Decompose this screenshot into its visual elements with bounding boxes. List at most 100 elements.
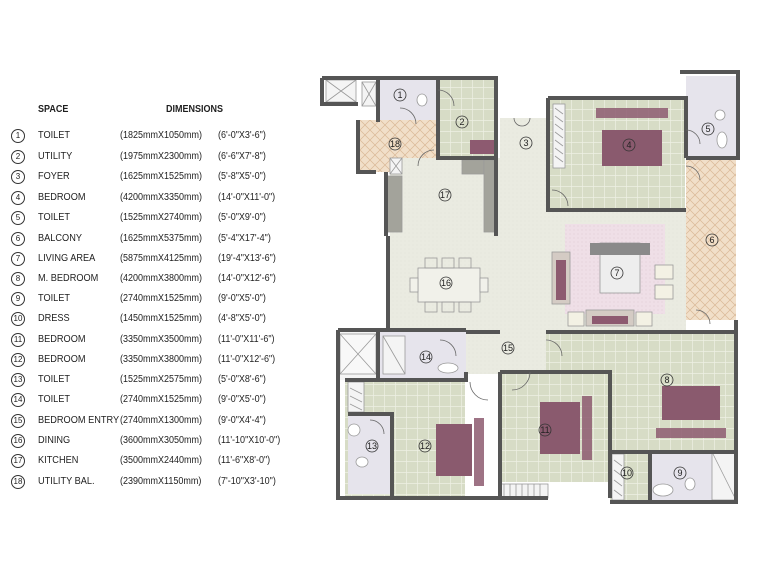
- room-dimensions-mm: (2740mmX1300mm): [120, 415, 203, 426]
- room-dimensions-ft: (11'-10"X10'-0"): [218, 435, 281, 446]
- room-dimensions-ft: (11'-0"X12'-6"): [218, 354, 276, 365]
- room-label-9: 9: [673, 466, 687, 480]
- room-label-3: 3: [519, 136, 533, 150]
- room-number-badge: 9: [11, 292, 25, 306]
- room-label-12: 12: [418, 439, 432, 453]
- room-number-badge: 6: [11, 232, 25, 246]
- room-dimensions-ft: (6'-0"X3'-6"): [218, 130, 266, 141]
- room-label-14: 14: [419, 350, 433, 364]
- room-dimensions-ft: (7'-10"X3'-10"): [218, 476, 276, 487]
- walls: [320, 70, 740, 504]
- svg-text:10: 10: [622, 468, 632, 478]
- svg-text:14: 14: [421, 352, 431, 362]
- room-dimensions-mm: (1825mmX1050mm): [120, 130, 203, 141]
- room-dimensions-ft: (14'-0"X12'-6"): [218, 273, 276, 284]
- room-dimensions-ft: (6'-6"X7'-8"): [218, 151, 266, 162]
- room-name: TOILET: [38, 293, 71, 304]
- room-dimensions-mm: (2740mmX1525mm): [120, 293, 203, 304]
- room-name: TOILET: [38, 212, 71, 223]
- room-dimensions-ft: (19'-4"X13'-6"): [218, 253, 276, 264]
- room-number-badge: 2: [11, 150, 25, 164]
- svg-text:1: 1: [397, 90, 402, 100]
- room-label-13: 13: [365, 439, 379, 453]
- room-name: BEDROOM: [38, 354, 86, 365]
- room-name: UTILITY: [38, 151, 73, 162]
- beds: [436, 108, 726, 486]
- room-number-badge: 11: [11, 333, 25, 347]
- svg-text:16: 16: [441, 278, 451, 288]
- room-label-6: 6: [705, 233, 719, 247]
- room-name: BEDROOM: [38, 192, 86, 203]
- room-label-5: 5: [701, 122, 715, 136]
- svg-text:12: 12: [420, 441, 430, 451]
- legend-row: 14 TOILET (2740mmX1525mm) (9'-0"X5'-0"): [0, 393, 320, 413]
- legend-row: 4 BEDROOM (4200mmX3350mm) (14'-0"X11'-0"): [0, 191, 320, 211]
- room-label-1: 1: [393, 88, 407, 102]
- legend-row: 9 TOILET (2740mmX1525mm) (9'-0"X5'-0"): [0, 292, 320, 312]
- room-dimensions-mm: (1625mmX5375mm): [120, 233, 203, 244]
- room-name: DINING: [38, 435, 71, 446]
- doors: [369, 89, 711, 435]
- legend-header-space: SPACE: [38, 104, 69, 115]
- svg-text:3: 3: [523, 138, 528, 148]
- toilet-5-floor: [686, 76, 736, 156]
- svg-text:15: 15: [503, 343, 513, 353]
- room-label-18: 18: [388, 137, 402, 151]
- room-dimensions-mm: (1975mmX2300mm): [120, 151, 203, 162]
- room-dimensions-mm: (1450mmX1525mm): [120, 313, 203, 324]
- room-dimensions-mm: (2740mmX1525mm): [120, 394, 203, 405]
- room-dimensions-ft: (4'-8"X5'-0"): [218, 313, 266, 324]
- room-dimensions-mm: (3600mmX3050mm): [120, 435, 203, 446]
- balcony-6-floor: [686, 160, 736, 320]
- room-number-badge: 7: [11, 252, 25, 266]
- room-dimensions-ft: (5'-0"X8'-6"): [218, 374, 266, 385]
- room-name: TOILET: [38, 394, 71, 405]
- legend-header-dimensions: DIMENSIONS: [166, 104, 224, 115]
- room-number-badge: 13: [11, 373, 25, 387]
- room-dimensions-mm: (2390mmX1150mm): [120, 476, 202, 487]
- room-label-15: 15: [501, 341, 515, 355]
- room-dimensions-ft: (11'-6"X8'-0"): [218, 455, 271, 466]
- room-name: TOILET: [38, 130, 71, 141]
- svg-text:5: 5: [705, 124, 710, 134]
- room-label-7: 7: [610, 266, 624, 280]
- room-dimensions-ft: (5'-0"X9'-0"): [218, 212, 266, 223]
- room-dimensions-ft: (14'-0"X11'-0"): [218, 192, 276, 203]
- room-number-badge: 14: [11, 393, 25, 407]
- foyer-3-floor: [500, 118, 550, 208]
- room-number-badge: 1: [11, 129, 25, 143]
- legend-row: 2 UTILITY (1975mmX2300mm) (6'-6"X7'-8"): [0, 150, 320, 170]
- room-dimensions-mm: (3350mmX3800mm): [120, 354, 203, 365]
- svg-text:11: 11: [540, 425, 549, 435]
- room-dimensions-mm: (4200mmX3350mm): [120, 192, 203, 203]
- svg-text:6: 6: [709, 235, 714, 245]
- room-name: DRESS: [38, 313, 70, 324]
- room-dimensions-ft: (9'-0"X5'-0"): [218, 293, 266, 304]
- svg-text:17: 17: [440, 190, 450, 200]
- room-label-11: 11: [538, 423, 552, 437]
- room-dimensions-ft: (9'-0"X5'-0"): [218, 394, 266, 405]
- room-label-8: 8: [660, 373, 674, 387]
- room-label-4: 4: [622, 138, 636, 152]
- room-number-badge: 10: [11, 312, 25, 326]
- legend-row: 6 BALCONY (1625mmX5375mm) (5'-4"X17'-4"): [0, 232, 320, 252]
- room-number-badge: 3: [11, 170, 25, 184]
- room-number-badge: 18: [11, 475, 25, 489]
- room-dimensions-ft: (11'-0"X11'-6"): [218, 334, 275, 345]
- room-dimensions-ft: (5'-4"X17'-4"): [218, 233, 271, 244]
- room-number-badge: 8: [11, 272, 25, 286]
- room-dimensions-mm: (5875mmX4125mm): [120, 253, 203, 264]
- room-dimensions-mm: (1525mmX2740mm): [120, 212, 203, 223]
- room-name: BALCONY: [38, 233, 82, 244]
- room-number-badge: 4: [11, 191, 25, 205]
- room-dimensions-ft: (5'-8"X5'-0"): [218, 171, 266, 182]
